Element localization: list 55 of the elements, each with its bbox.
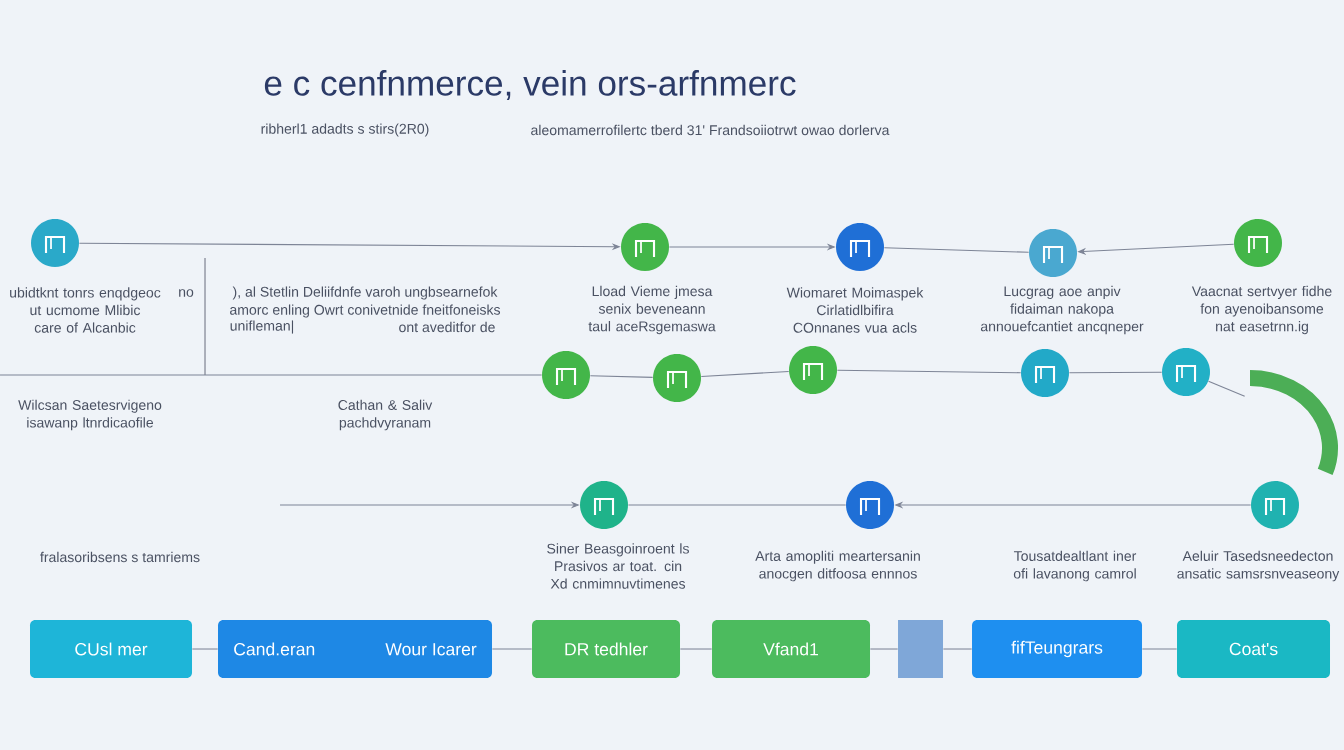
connector-line [869, 648, 899, 650]
process-box: DR tedhler [532, 620, 680, 678]
connector-line [836, 369, 1022, 374]
circle-icon [1021, 349, 1069, 397]
caption-text: Aeluir Tasedsneedecton ansatic samsrsnveaseony [1177, 550, 1340, 582]
circle-icon [1251, 481, 1299, 529]
process-box: Coat's [1177, 620, 1330, 678]
caption-text: unifleman| [230, 320, 294, 334]
connector-line [942, 648, 973, 650]
connector-line [1208, 380, 1246, 397]
caption-text: Lucgrag aoe anpiv fidaiman nakopa annouefcantiet ancqneper [980, 285, 1144, 335]
circle-icon [789, 346, 837, 394]
plain-box [898, 620, 943, 678]
caption-text: Vaacnat sertvyer fidhe fon ayenoibansome nat easetrnn.ig [1191, 285, 1332, 335]
caption-text: fralasoribsens s tamriems [40, 551, 200, 563]
circle-icon [1162, 348, 1210, 396]
connector-line [700, 370, 790, 378]
caption-text: ribherl1 adadts s stirs(2R0) [261, 123, 429, 137]
process-box: fifTeungrars [972, 620, 1142, 678]
circle-icon [580, 481, 628, 529]
caption-text: Cathan & Saliv pachdvyranam [338, 399, 433, 431]
caption-text: ont aveditfor de [399, 321, 495, 333]
caption-text: aleomamerrofilertc tberd 31' Frandsoiiotrwt owao dorlerva [531, 124, 890, 136]
caption-text: Lload Vieme jmesa senix beveneann taul aceRsgemaswa [588, 285, 716, 335]
caption-text: Tousatdealtlant iner ofi lavanong camrol [1013, 550, 1137, 582]
circle-icon [1234, 219, 1282, 267]
connector-line [0, 374, 543, 376]
process-box: Cand.eran Wour Icarer [218, 620, 492, 678]
circle-icon [836, 223, 884, 271]
connector-line [679, 648, 713, 650]
title: e c cenfnmerce, vein ors-arfnmerc [264, 70, 796, 100]
connector-line [1068, 371, 1163, 374]
process-box: Vfand1 [712, 620, 870, 678]
connector-line [627, 504, 847, 506]
circle-icon [542, 351, 590, 399]
connector-line [589, 375, 654, 378]
caption-text: Wilcsan Saetesrvigeno isawanp ltnrdicaofile [18, 399, 162, 431]
caption-text: Wiomaret Moimaspek Cirlatidlbifira COnnanes vua acls [786, 287, 924, 333]
circle-icon [31, 219, 79, 267]
circle-icon [653, 354, 701, 402]
arc-drawing [1249, 370, 1338, 475]
caption-text: ubidtknt tonrs enqdgeoc ut ucmome Mlibic care of Alcanbic [10, 287, 161, 333]
process-box: CUsl mer [30, 620, 192, 678]
circle-icon [621, 223, 669, 271]
caption-text: Siner Beasgoinroent ls Prasivos ar toat. cin Xd cnmimnuvtimenes [547, 543, 689, 589]
connector-line [491, 648, 533, 650]
caption-text: no [179, 289, 194, 297]
connector-line [1141, 648, 1178, 650]
caption-text: amorc enling Owrt conivetnide fneitfoneisks [230, 304, 501, 318]
connector-line [191, 648, 219, 650]
circle-icon [846, 481, 894, 529]
caption-text: ), al Stetlin Deliifdnfe varoh ungbsearnefok [232, 286, 498, 300]
caption-text: Arta amopliti meartersanin anocgen ditfoosa ennnos [755, 550, 920, 582]
circle-icon [1029, 229, 1077, 277]
connector-line [883, 247, 1030, 253]
